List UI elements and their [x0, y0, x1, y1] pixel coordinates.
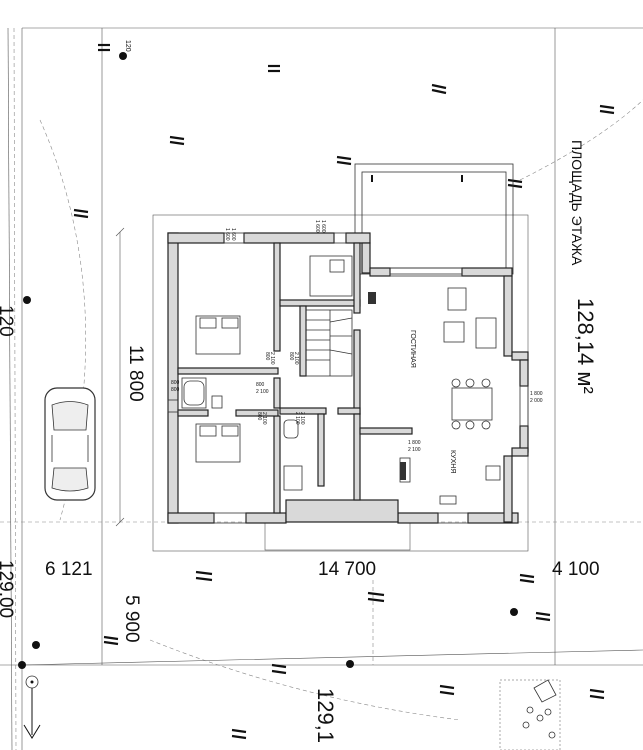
building-walls	[167, 232, 529, 524]
windows	[167, 232, 529, 524]
mark-door3: 800	[171, 380, 180, 386]
mark-door2: 800	[288, 352, 294, 361]
mark-door7b: 2 000	[530, 398, 543, 404]
mark-door4b: 2 100	[256, 389, 269, 395]
mark-door4: 800	[256, 382, 265, 388]
right-offset-label: 4 100	[552, 559, 600, 580]
mark-door6b: 2 100	[408, 447, 421, 453]
staircase	[305, 309, 353, 377]
mark-w1b: 1 600	[230, 228, 236, 241]
left-offset-label: 6 121	[45, 559, 93, 580]
room-label-living: ГОСТИНАЯ	[409, 330, 416, 368]
mark-door5b: 2 100	[261, 412, 267, 425]
terrace	[354, 163, 514, 275]
mark-door2b: 2 100	[293, 352, 299, 365]
mark-door1b: 2 100	[269, 352, 275, 365]
car-icon	[44, 387, 96, 501]
mark-door3b: 800	[171, 387, 180, 393]
mark-door6: 1 800	[408, 440, 421, 446]
overall-height-label: 11 800	[125, 345, 146, 402]
mark-door8: 2 100	[294, 412, 300, 425]
porch-outline	[264, 519, 411, 551]
grass-marks	[73, 43, 615, 740]
bottom-edge-label: 129,1	[313, 688, 338, 743]
overall-width-label: 14 700	[318, 559, 376, 580]
left-edge-bottom-label: 129,00	[0, 560, 16, 618]
left-edge-top-label: 120	[0, 305, 16, 337]
dimension-lines	[115, 227, 125, 527]
mark-door1: 800	[264, 352, 270, 361]
mark-w2b: 1 600	[320, 220, 326, 233]
furniture	[181, 255, 501, 505]
lower-left-label: 5 900	[121, 595, 142, 643]
floor-area-value: 128,14 м²	[573, 298, 598, 394]
room-label-kitchen: КУХНЯ	[449, 450, 456, 473]
mark-door5: 800	[256, 412, 262, 421]
mark-w2: 1 600	[314, 220, 320, 233]
floor-area-title: ПЛОЩАДЬ ЭТАЖА	[569, 140, 585, 266]
north-arrow-icon	[23, 675, 41, 739]
survey-points	[18, 52, 518, 669]
corner-mark-label: 120	[124, 40, 131, 52]
garden-decor-icon	[499, 679, 561, 750]
site-lines	[0, 27, 643, 750]
mark-door8b: 2 100	[299, 412, 305, 425]
mark-w1: 1 600	[224, 228, 230, 241]
mark-door7: 1 800	[530, 391, 543, 397]
